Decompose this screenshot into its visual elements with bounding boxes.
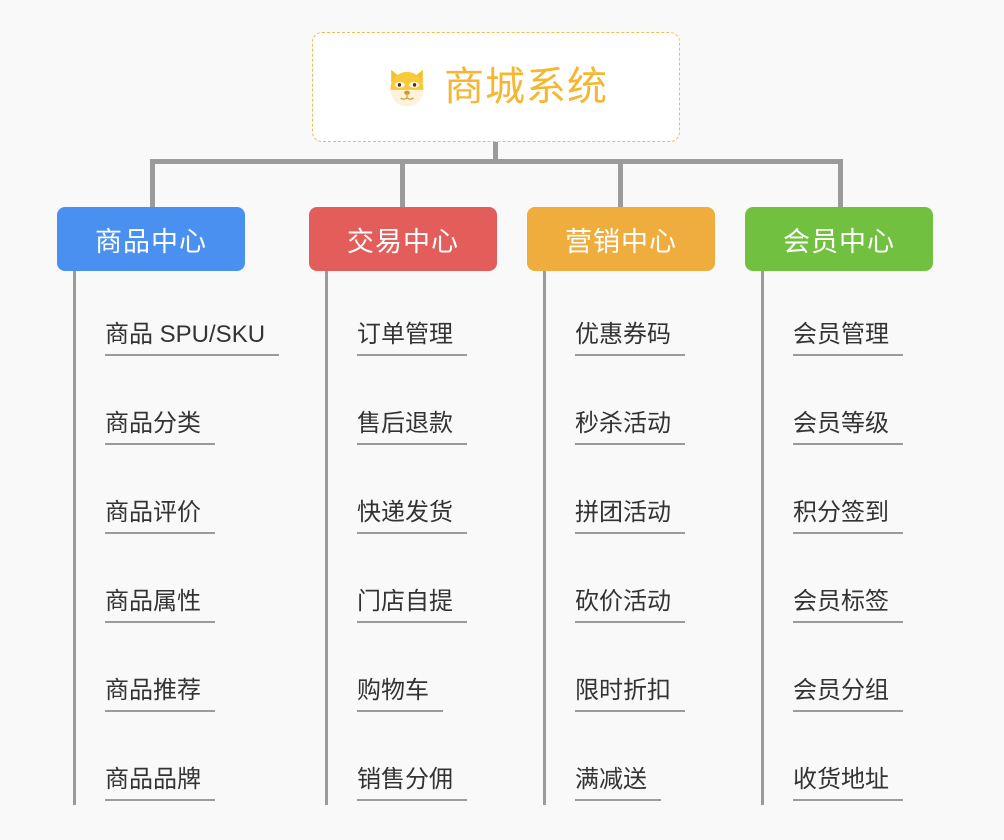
branch-body-1: 商品 SPU/SKU 商品分类 商品评价 商品属性 商品推荐 商品品牌 xyxy=(73,271,297,805)
leaf-label: 限时折扣 xyxy=(575,677,685,712)
branch-header-3[interactable]: 营销中心 xyxy=(527,207,715,271)
connector-drop-1 xyxy=(150,159,155,208)
branch-trunk-4 xyxy=(761,271,764,805)
branch-column-4: 会员中心 会员管理 会员等级 积分签到 会员标签 会员分组 收货地址 xyxy=(745,207,965,805)
leaf-label: 砍价活动 xyxy=(575,588,685,623)
leaf-label: 售后退款 xyxy=(357,410,467,445)
leaf-item[interactable]: 会员管理 xyxy=(761,271,965,360)
branch-body-3: 优惠券码 秒杀活动 拼团活动 砍价活动 限时折扣 满减送 xyxy=(543,271,747,805)
branch-label-4: 会员中心 xyxy=(783,226,895,257)
leaf-item[interactable]: 订单管理 xyxy=(325,271,529,360)
branch-label-1: 商品中心 xyxy=(95,226,207,257)
leaf-item[interactable]: 商品评价 xyxy=(73,449,297,538)
leaf-label: 积分签到 xyxy=(793,499,903,534)
branch-trunk-1 xyxy=(73,271,76,805)
leaf-item[interactable]: 拼团活动 xyxy=(543,449,747,538)
leaf-label: 会员分组 xyxy=(793,677,903,712)
leaf-item[interactable]: 收货地址 xyxy=(761,716,965,805)
leaf-label: 收货地址 xyxy=(793,766,903,801)
leaf-label: 商品评价 xyxy=(105,499,215,534)
leaf-item[interactable]: 会员分组 xyxy=(761,627,965,716)
leaf-item[interactable]: 商品属性 xyxy=(73,538,297,627)
leaf-label: 购物车 xyxy=(357,677,443,712)
leaf-label: 销售分佣 xyxy=(357,766,467,801)
leaf-item[interactable]: 会员等级 xyxy=(761,360,965,449)
leaf-item[interactable]: 售后退款 xyxy=(325,360,529,449)
leaf-label: 快递发货 xyxy=(357,499,467,534)
leaf-item[interactable]: 限时折扣 xyxy=(543,627,747,716)
leaf-item[interactable]: 商品 SPU/SKU xyxy=(73,271,297,360)
leaf-item[interactable]: 砍价活动 xyxy=(543,538,747,627)
leaf-item[interactable]: 优惠券码 xyxy=(543,271,747,360)
branch-header-1[interactable]: 商品中心 xyxy=(57,207,245,271)
leaf-item[interactable]: 会员标签 xyxy=(761,538,965,627)
leaf-label: 秒杀活动 xyxy=(575,410,685,445)
leaf-label: 拼团活动 xyxy=(575,499,685,534)
branch-column-2: 交易中心 订单管理 售后退款 快递发货 门店自提 购物车 销售分佣 xyxy=(309,207,529,805)
leaf-label: 会员管理 xyxy=(793,321,903,356)
branch-header-2[interactable]: 交易中心 xyxy=(309,207,497,271)
leaf-item[interactable]: 快递发货 xyxy=(325,449,529,538)
branch-column-3: 营销中心 优惠券码 秒杀活动 拼团活动 砍价活动 限时折扣 满减送 xyxy=(527,207,747,805)
branch-label-3: 营销中心 xyxy=(565,226,677,257)
leaf-label: 商品 SPU/SKU xyxy=(105,321,280,356)
leaf-label: 商品属性 xyxy=(105,588,215,623)
leaf-label: 会员等级 xyxy=(793,410,903,445)
leaf-label: 门店自提 xyxy=(357,588,467,623)
leaf-item[interactable]: 商品分类 xyxy=(73,360,297,449)
leaf-item[interactable]: 商品推荐 xyxy=(73,627,297,716)
dog-face-icon xyxy=(384,64,430,110)
leaf-label: 商品推荐 xyxy=(105,677,215,712)
connector-drop-2 xyxy=(400,159,405,208)
connector-drop-4 xyxy=(838,159,843,208)
connector-drop-3 xyxy=(618,159,623,208)
connector-root-stem xyxy=(493,142,498,163)
leaf-item[interactable]: 满减送 xyxy=(543,716,747,805)
leaf-label: 订单管理 xyxy=(357,321,467,356)
leaf-item[interactable]: 门店自提 xyxy=(325,538,529,627)
leaf-label: 会员标签 xyxy=(793,588,903,623)
branch-trunk-3 xyxy=(543,271,546,805)
branch-label-2: 交易中心 xyxy=(347,226,459,257)
root-title: 商城系统 xyxy=(444,65,608,109)
connector-horizontal-bus xyxy=(150,159,842,164)
leaf-label: 商品品牌 xyxy=(105,766,215,801)
leaf-item[interactable]: 商品品牌 xyxy=(73,716,297,805)
leaf-item[interactable]: 秒杀活动 xyxy=(543,360,747,449)
branch-column-1: 商品中心 商品 SPU/SKU 商品分类 商品评价 商品属性 商品推荐 商品品牌 xyxy=(57,207,297,805)
leaf-item[interactable]: 销售分佣 xyxy=(325,716,529,805)
leaf-label: 满减送 xyxy=(575,766,661,801)
branch-body-4: 会员管理 会员等级 积分签到 会员标签 会员分组 收货地址 xyxy=(761,271,965,805)
leaf-label: 优惠券码 xyxy=(575,321,685,356)
root-node[interactable]: 商城系统 xyxy=(312,32,680,142)
branch-trunk-2 xyxy=(325,271,328,805)
leaf-item[interactable]: 积分签到 xyxy=(761,449,965,538)
branch-body-2: 订单管理 售后退款 快递发货 门店自提 购物车 销售分佣 xyxy=(325,271,529,805)
leaf-item[interactable]: 购物车 xyxy=(325,627,529,716)
leaf-label: 商品分类 xyxy=(105,410,215,445)
branch-header-4[interactable]: 会员中心 xyxy=(745,207,933,271)
